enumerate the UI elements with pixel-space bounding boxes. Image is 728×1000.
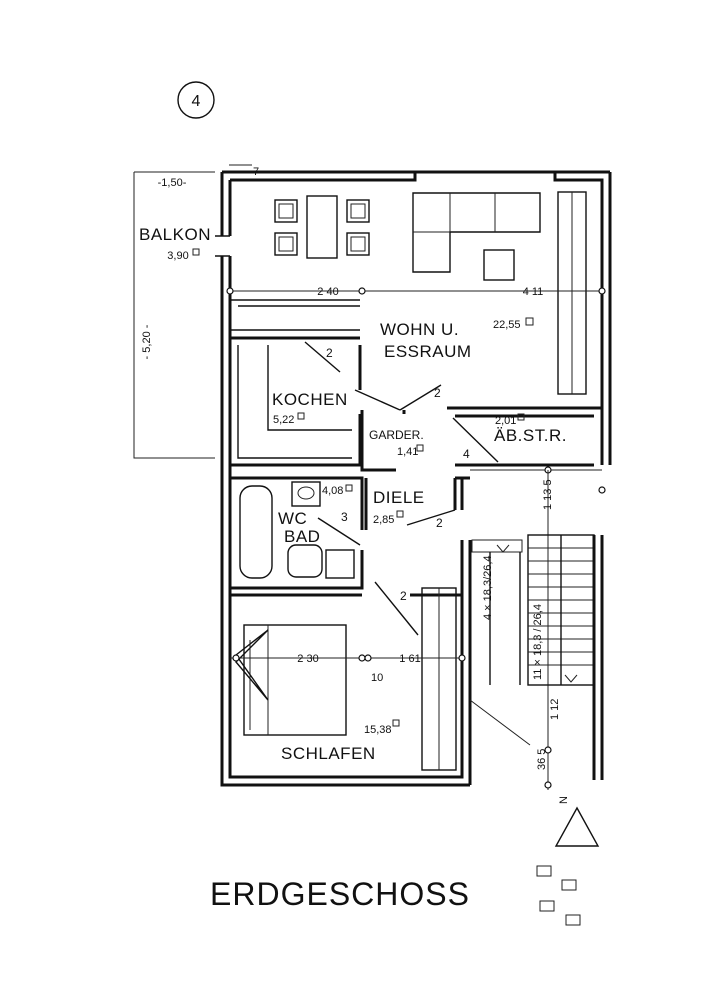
schlafen-area: 15,38 bbox=[364, 724, 392, 736]
legend-symbols bbox=[536, 865, 581, 926]
stairwell: 4 × 18,3/26,4 11 × 18,3 / 26,4 1 13 5 1 … bbox=[469, 466, 606, 790]
hall-width-dim: 1 61 bbox=[399, 653, 420, 665]
schlafen-width-dim: 2 30 bbox=[297, 653, 318, 665]
door-number-5: 2 bbox=[436, 516, 443, 530]
north-mark: N bbox=[558, 796, 570, 804]
plan-number: 4 bbox=[192, 93, 201, 110]
kochen-area: 5,22 bbox=[273, 414, 294, 426]
abstr-area: 2,01 bbox=[495, 415, 516, 427]
exterior-walls bbox=[220, 170, 612, 787]
washbasin bbox=[291, 481, 321, 507]
wohn-left-dim: 2 40 bbox=[317, 286, 338, 298]
stair-right-dim: 11 × 18,3 / 26,4 bbox=[532, 604, 544, 680]
garder-area: 1,41 bbox=[397, 446, 418, 458]
dining-table bbox=[306, 195, 338, 259]
stair-left-dim: 4 × 18,3/26,4 bbox=[482, 555, 494, 620]
balkon-length-dim: - 5,20 - bbox=[141, 324, 153, 359]
door-number-6: 2 bbox=[400, 589, 407, 603]
bad-label: BAD bbox=[284, 527, 320, 546]
balkon-width-dim: -1,50- bbox=[158, 177, 187, 189]
wall-ten-dim: 10 bbox=[371, 672, 383, 684]
north-arrow: N bbox=[554, 796, 600, 847]
door-number-2: 2 bbox=[434, 386, 441, 400]
balkon-label: BALKON bbox=[139, 225, 211, 244]
stair-small-dim: 36 5 bbox=[536, 749, 548, 770]
door-number-3: 4 bbox=[463, 447, 470, 461]
top-offset-dim: 7 bbox=[253, 166, 259, 178]
balkon-area: 3,90 bbox=[167, 250, 188, 262]
armchair bbox=[483, 249, 515, 281]
plan-number-badge: 4 bbox=[177, 81, 215, 119]
north-arrow-icon bbox=[554, 806, 600, 847]
wohn-label-1: WOHN U. bbox=[380, 320, 459, 339]
plan-title: ERDGESCHOSS bbox=[210, 876, 470, 912]
garderobe: GARDER. 1,41 2 4 bbox=[360, 384, 604, 472]
diele-label: DIELE bbox=[373, 488, 425, 507]
schlafen-label: SCHLAFEN bbox=[281, 744, 376, 763]
schlafen: 2 30 1 61 10 2 SCHLAFEN 15,38 bbox=[228, 581, 466, 771]
diele-area: 2,85 bbox=[373, 514, 394, 526]
wohn-essraum: 2 40 4 11 WOHN U. ESSRAUM 22,55 2 bbox=[226, 191, 606, 395]
door-number-4: 3 bbox=[341, 510, 348, 524]
stair-top-dim: 1 13 5 bbox=[542, 479, 554, 510]
diele: DIELE 2,85 2 bbox=[373, 476, 470, 530]
bathtub bbox=[239, 485, 273, 579]
wohn-label-2: ESSRAUM bbox=[384, 342, 472, 361]
kochen-label: KOCHEN bbox=[272, 390, 348, 409]
abstellraum: ÄB.ST.R. 2,01 bbox=[455, 413, 594, 467]
balkon: -1,50- - 5,20 - BALKON 3,90 7 bbox=[133, 164, 259, 459]
kochen: KOCHEN 5,22 bbox=[228, 345, 401, 467]
garder-label: GARDER. bbox=[369, 428, 424, 442]
wohn-right-dim: 4 11 bbox=[523, 286, 544, 298]
bed bbox=[243, 624, 347, 736]
toilet bbox=[287, 544, 323, 578]
wohn-area: 22,55 bbox=[493, 319, 521, 331]
door-number-1: 2 bbox=[326, 346, 333, 360]
wc-bad-area: 4,08 bbox=[322, 485, 343, 497]
stair-bottom-dim: 1 12 bbox=[549, 699, 561, 720]
wc-bad: WC BAD 4,08 3 bbox=[230, 476, 368, 590]
wc-label: WC bbox=[278, 509, 307, 528]
abstr-label: ÄB.ST.R. bbox=[494, 426, 567, 445]
